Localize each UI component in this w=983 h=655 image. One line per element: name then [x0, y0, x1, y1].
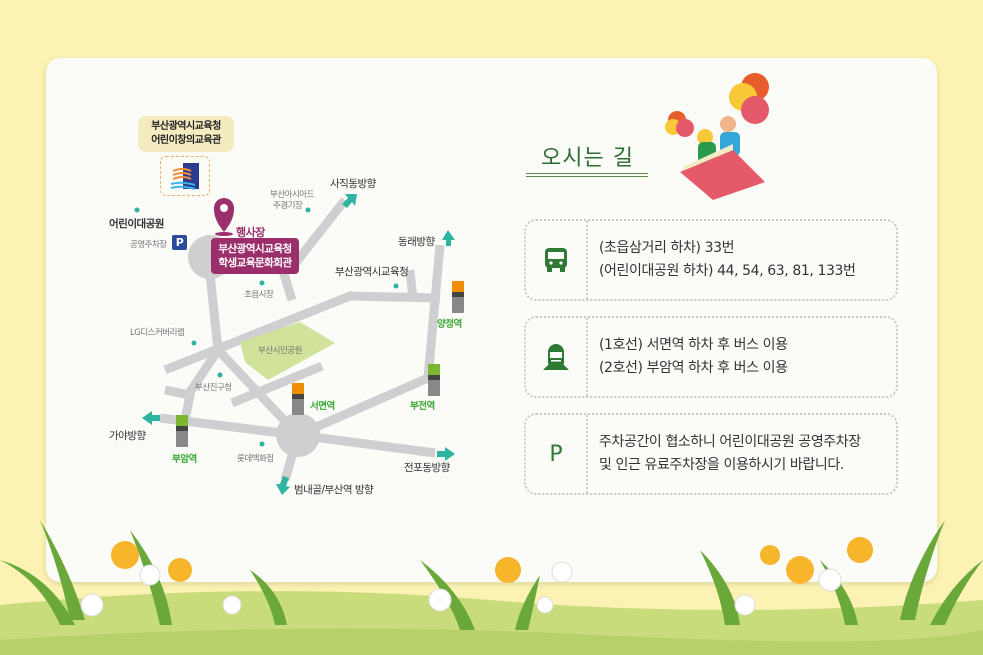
poi-dots	[134, 207, 399, 447]
station-bujeon: 부전역	[410, 401, 435, 412]
venue-tag: 행사장	[236, 226, 265, 239]
arrow-north-icon	[442, 230, 455, 246]
label-lotte: 롯데백화점	[237, 454, 274, 464]
grass-and-flowers	[0, 520, 983, 655]
parking-badge-icon: P	[172, 235, 187, 250]
direction-arrows	[142, 194, 455, 495]
citizen-park	[240, 322, 335, 380]
parking-icon-glyph: P	[549, 441, 563, 467]
callout-line: 어린이창의교육관	[151, 135, 221, 146]
roundabout	[276, 413, 320, 457]
label-sajik: 사직동방향	[330, 178, 376, 190]
label-line: 주경기장	[273, 201, 303, 211]
venue-pin-icon	[214, 198, 234, 236]
kids-center-logo	[160, 156, 210, 196]
label-busanjin-office: 부산진구청	[195, 383, 232, 393]
subway-icon	[526, 318, 588, 396]
parking-note-line: 및 인근 유료주차장을 이용하시기 바랍니다.	[599, 457, 844, 473]
info-subway: (1호선) 서면역 하차 후 버스 이용 (2호선) 부암역 하차 후 버스 이용	[524, 316, 898, 398]
bus-icon	[526, 221, 588, 299]
title-underline	[526, 173, 648, 177]
arrow-west-icon	[142, 411, 160, 425]
label-gaya: 가야방향	[109, 430, 146, 442]
label-education-office: 부산광역시교육청	[335, 266, 409, 278]
label-line: 부산아시아드	[270, 190, 314, 200]
label-dongnae: 동래방향	[398, 236, 435, 248]
label-citizen-park: 부산시민공원	[258, 346, 302, 356]
subway-route-line: (1호선) 서면역 하차 후 버스 이용	[599, 337, 788, 353]
arrow-south-icon	[276, 476, 290, 495]
bus-route-line: (어린이대공원 하차) 44, 54, 63, 81, 133번	[599, 263, 856, 279]
station-yangjeong: 양정역	[437, 319, 462, 330]
label-beomnaegol: 범내골/부산역 방향	[294, 484, 374, 496]
label-children-park: 어린이대공원	[109, 218, 164, 230]
bus-route-line: (초읍삼거리 하차) 33번	[599, 240, 735, 256]
parking-icon: P	[526, 415, 588, 493]
label-lg: LG디스커버리랩	[130, 328, 185, 338]
parking-note-line: 주차공간이 협소하니 어린이대공원 공영주차장	[599, 434, 861, 450]
station-buam: 부암역	[172, 454, 197, 465]
label-jeonpo: 전포동방향	[404, 462, 450, 474]
section-title: 오시는 길	[541, 146, 634, 171]
kids-balloon-illustration	[665, 73, 769, 200]
callout-line: 부산광역시교육청	[151, 121, 221, 132]
arrow-ne-icon	[342, 194, 357, 208]
subway-route-line: (2호선) 부암역 하차 후 버스 이용	[599, 360, 788, 376]
venue-line: 학생교육문화회관	[218, 257, 292, 269]
arrow-east-icon	[437, 447, 455, 461]
label-public-parking: 공영주차장	[130, 240, 167, 250]
venue-line: 부산광역시교육청	[218, 243, 292, 255]
info-bus: (초읍삼거리 하차) 33번 (어린이대공원 하차) 44, 54, 63, 81…	[524, 219, 898, 301]
label-choeup-market: 초읍시장	[244, 290, 274, 300]
station-markers	[176, 281, 464, 447]
station-seomyeon: 서면역	[310, 401, 335, 412]
